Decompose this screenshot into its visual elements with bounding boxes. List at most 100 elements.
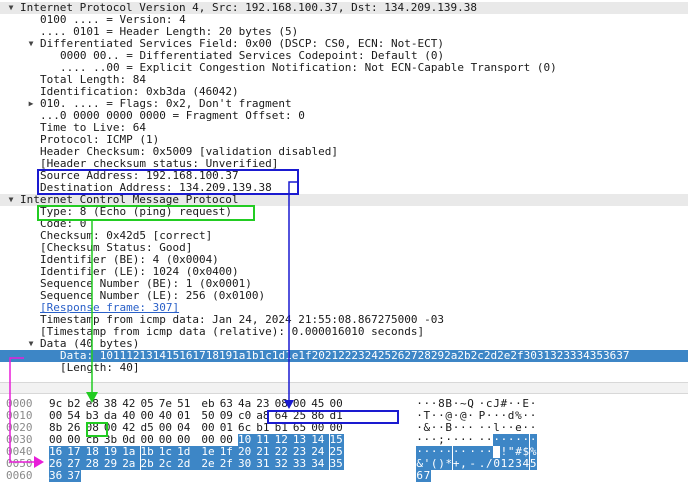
hex-byte[interactable]: 00	[49, 433, 63, 446]
hex-byte[interactable]: 00	[329, 421, 343, 434]
ascii-char[interactable]: ·	[452, 433, 460, 446]
hex-byte[interactable]: 0d	[122, 433, 136, 446]
ascii-char[interactable]: ·	[430, 421, 438, 434]
hex-byte[interactable]: 29	[103, 458, 123, 470]
hex-byte[interactable]: 22	[274, 446, 293, 458]
ascii-char[interactable]: ·	[416, 397, 423, 410]
hex-byte[interactable]: b1	[274, 421, 288, 434]
ascii-char[interactable]: ·	[430, 397, 438, 410]
tree-row[interactable]: Timestamp from icmp data: Jan 24, 2024 2…	[0, 314, 688, 326]
ascii-char[interactable]: )	[437, 457, 446, 470]
ascii-char[interactable]: ·	[467, 409, 474, 422]
hex-byte[interactable]: 2e	[201, 458, 220, 470]
ascii-char[interactable]: ,	[459, 457, 468, 470]
ascii-char[interactable]: /	[485, 457, 493, 470]
hex-byte[interactable]: 23	[256, 397, 270, 410]
ascii-char[interactable]: @	[445, 409, 452, 422]
ascii-char[interactable]: $	[522, 445, 530, 458]
ascii-char[interactable]: ·	[514, 433, 523, 446]
hex-byte[interactable]: 54	[67, 409, 81, 422]
hex-byte[interactable]: 2b	[140, 458, 159, 470]
ascii-char[interactable]: ~	[459, 397, 467, 410]
ascii-char[interactable]: c	[485, 397, 493, 410]
hex-byte[interactable]: 09	[219, 409, 233, 422]
hex-byte[interactable]: 00	[201, 433, 215, 446]
ascii-char[interactable]: (	[430, 457, 438, 470]
hex-byte[interactable]: 1b	[140, 446, 159, 458]
ascii-char[interactable]: !	[500, 445, 508, 458]
hex-byte[interactable]: 08	[85, 421, 99, 434]
hex-byte[interactable]: eb	[201, 397, 215, 410]
ascii-char[interactable]: '	[423, 457, 431, 470]
ascii-char[interactable]: "	[507, 445, 515, 458]
ascii-char[interactable]: ·	[459, 421, 467, 434]
ascii-char[interactable]: ·	[452, 397, 460, 410]
ascii-char[interactable]: %	[515, 409, 522, 422]
hex-byte[interactable]: 00	[67, 433, 81, 446]
hex-byte[interactable]: 04	[177, 421, 191, 434]
hex-byte[interactable]: 32	[274, 458, 293, 470]
hex-byte[interactable]: 05	[140, 397, 154, 410]
hex-byte[interactable]: 10	[238, 434, 257, 446]
ascii-char[interactable]: ·	[485, 409, 493, 422]
ascii-char[interactable]: ·	[430, 409, 438, 422]
ascii-char[interactable]: ·	[485, 421, 493, 434]
hex-byte[interactable]: 4a	[238, 397, 252, 410]
ascii-char[interactable]: ·	[452, 421, 460, 434]
hex-byte[interactable]: d1	[329, 409, 343, 422]
tree-row[interactable]: [Checksum Status: Good]	[0, 242, 688, 254]
hex-byte[interactable]: 00	[177, 433, 191, 446]
hex-byte[interactable]: 00	[158, 433, 173, 446]
hex-byte[interactable]: 17	[67, 446, 86, 458]
hex-byte[interactable]: a8	[256, 409, 270, 422]
hex-byte[interactable]: 1d	[177, 446, 202, 458]
ascii-char[interactable]: ·	[493, 433, 501, 446]
hex-byte[interactable]: 65	[292, 421, 307, 434]
ascii-char[interactable]: -	[467, 458, 479, 470]
ascii-char[interactable]: ·	[522, 409, 529, 422]
ascii-char[interactable]: ·	[445, 433, 452, 446]
ascii-char[interactable]: ·	[485, 433, 493, 446]
ascii-char[interactable]: ;	[438, 433, 445, 446]
tree-row[interactable]: 0100 .... = Version: 4	[0, 14, 688, 26]
ascii-char[interactable]: ·	[515, 397, 522, 410]
hex-byte[interactable]: 16	[49, 446, 68, 458]
ascii-char[interactable]: P	[478, 409, 486, 422]
ascii-char[interactable]: B	[445, 397, 452, 410]
tree-row[interactable]: Total Length: 84	[0, 74, 688, 86]
ascii-char[interactable]: ·	[507, 421, 515, 434]
ascii-char[interactable]: .	[478, 457, 486, 470]
ascii-char[interactable]: @	[459, 409, 467, 422]
tree-row[interactable]: Source Address: 192.168.100.37	[0, 170, 688, 182]
hex-byte[interactable]: c0	[238, 409, 252, 422]
tree-row[interactable]: Data: 101112131415161718191a1b1c1d1e1f20…	[0, 350, 688, 362]
ascii-char[interactable]: 4	[522, 457, 530, 470]
hex-byte[interactable]: da	[103, 409, 118, 422]
ascii-char[interactable]: ·	[452, 445, 460, 458]
hex-byte[interactable]: 1e	[201, 446, 220, 458]
ascii-char[interactable]: ·	[493, 409, 500, 422]
hex-byte[interactable]: 1c	[158, 446, 178, 458]
hex-byte[interactable]: 00	[158, 421, 173, 434]
expand-down-icon[interactable]: ▼	[28, 39, 34, 48]
ascii-char[interactable]: l	[493, 421, 500, 434]
ascii-char[interactable]: ·	[529, 433, 537, 446]
ascii-char[interactable]: 1	[500, 457, 508, 470]
ascii-char[interactable]: ·	[529, 397, 537, 410]
ascii-char[interactable]: ·	[500, 409, 508, 422]
hex-byte[interactable]: 20	[238, 446, 257, 458]
ascii-char[interactable]: ·	[522, 421, 529, 434]
hex-byte[interactable]: 00	[201, 421, 215, 434]
hex-byte[interactable]: 2a	[122, 458, 141, 470]
hex-byte[interactable]: 12	[274, 434, 293, 446]
ascii-char[interactable]: ·	[437, 445, 446, 458]
hex-byte[interactable]: 25	[329, 445, 344, 458]
hex-byte[interactable]: 42	[122, 421, 136, 434]
ascii-char[interactable]: #	[500, 397, 508, 410]
ascii-char[interactable]: ·	[467, 446, 479, 458]
hex-byte[interactable]: 00	[49, 409, 63, 422]
tree-row[interactable]: [Length: 40]	[0, 362, 688, 374]
hex-byte[interactable]: 34	[311, 458, 330, 470]
tree-row[interactable]: Sequence Number (BE): 1 (0x0001)	[0, 278, 688, 290]
ascii-char[interactable]: 0	[493, 457, 501, 470]
